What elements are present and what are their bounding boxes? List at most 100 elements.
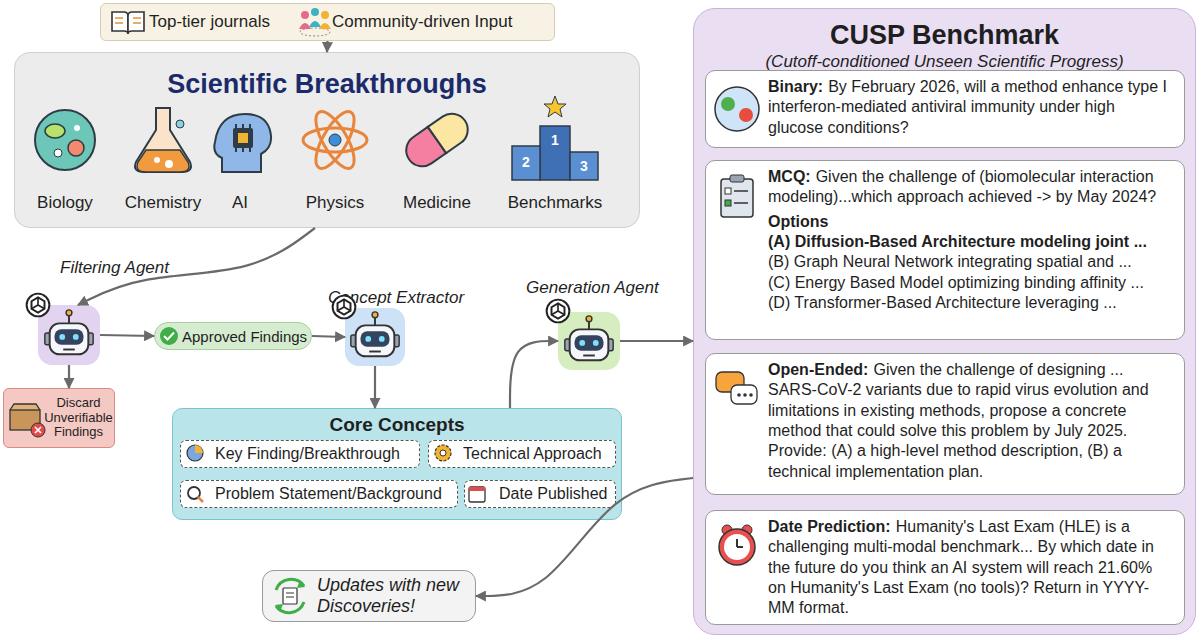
community-icon bbox=[299, 23, 311, 29]
node-label: AI bbox=[232, 193, 248, 213]
node-label: Binary: bbox=[768, 78, 823, 95]
chemistry-icon bbox=[137, 150, 189, 172]
biology-icon bbox=[35, 110, 95, 170]
category-item: Physics bbox=[285, 105, 385, 213]
open-ended-icon bbox=[737, 393, 741, 397]
discard-icon bbox=[10, 410, 40, 430]
discard-icon bbox=[35, 427, 41, 433]
physics-icon bbox=[309, 106, 362, 173]
node-label: Problem Statement/Background bbox=[215, 485, 442, 503]
update-box: Updates with new Discoveries! bbox=[262, 570, 476, 622]
concept-panel: Core ConceptsKey Finding/Breakthrough Tec… bbox=[172, 408, 622, 520]
node-label: Updates with new Discoveries! bbox=[317, 575, 471, 616]
update-icon bbox=[286, 593, 294, 597]
node-text: (C) Energy Based Model optimizing bindin… bbox=[768, 273, 1174, 293]
mcq-icon bbox=[730, 175, 744, 182]
node-label: Discard Unverifiable Findings bbox=[44, 396, 113, 441]
community-icon bbox=[299, 8, 331, 36]
robot-icon bbox=[45, 310, 93, 354]
chemistry-icon bbox=[135, 108, 191, 172]
binary-icon bbox=[739, 108, 753, 122]
question-card: Open-Ended:Given the challenge of design… bbox=[705, 353, 1185, 495]
journal-icon bbox=[112, 12, 128, 34]
robot-icon bbox=[333, 296, 356, 319]
clock-icon bbox=[722, 525, 732, 535]
community-icon bbox=[301, 11, 309, 19]
node-text: Options bbox=[768, 212, 1174, 232]
ai-icon bbox=[236, 124, 250, 152]
clock-icon bbox=[719, 525, 755, 565]
chemistry-icon bbox=[176, 120, 184, 128]
discard-icon bbox=[10, 404, 45, 437]
flow-arrow bbox=[100, 335, 154, 336]
concept-box: Key Finding/Breakthrough bbox=[180, 440, 420, 468]
flow-arrow bbox=[510, 341, 558, 408]
flow-arrow bbox=[68, 365, 70, 388]
category-item: Benchmarks bbox=[505, 105, 605, 213]
flow-arrow bbox=[374, 366, 376, 408]
journal-icon bbox=[115, 18, 141, 23]
mcq-icon bbox=[721, 179, 753, 217]
podium-icon bbox=[512, 96, 598, 180]
discard-icon bbox=[10, 404, 40, 410]
question-card: Date Prediction:Humanity's Last Exam (HL… bbox=[705, 510, 1185, 625]
node-label: Technical Approach bbox=[463, 445, 602, 463]
node-label: Core Concepts bbox=[173, 409, 621, 436]
node-text: (A) Diffusion-Based Architecture modelin… bbox=[768, 232, 1174, 252]
node-label: Open-Ended: bbox=[768, 361, 868, 378]
agent-robot: Concept Extractor bbox=[345, 308, 405, 366]
update-icon bbox=[276, 579, 304, 590]
node-text: Community-driven Input bbox=[332, 12, 512, 32]
agent-robot: Filtering Agent bbox=[38, 305, 100, 365]
node-text: Given the challenge of designing ... SAR… bbox=[768, 361, 1149, 480]
journal-icon bbox=[112, 12, 144, 34]
ai-icon bbox=[214, 114, 271, 172]
biology-icon bbox=[54, 149, 62, 157]
ai-icon bbox=[238, 133, 248, 143]
concept-box: Problem Statement/Background bbox=[180, 480, 458, 508]
flow-arrow bbox=[476, 478, 693, 596]
category-item: Biology bbox=[15, 105, 115, 213]
concept-icon bbox=[195, 445, 203, 453]
podium-icon bbox=[570, 152, 598, 180]
robot-icon bbox=[27, 294, 614, 361]
source-box: Top-tier journals Community-driven Input bbox=[100, 3, 555, 41]
agent-robot: Generation Agent bbox=[558, 312, 620, 370]
clock-icon bbox=[742, 525, 752, 535]
concept-box: Date Published bbox=[464, 480, 616, 508]
open-ended-icon bbox=[731, 385, 757, 404]
physics-icon bbox=[303, 128, 367, 152]
node-label: CUSP Benchmark bbox=[694, 19, 1195, 51]
biology-icon bbox=[74, 125, 80, 131]
question-card: MCQ:Given the challenge of (biomolecular… bbox=[705, 160, 1185, 340]
discard-box: Discard Unverifiable Findings bbox=[3, 388, 115, 448]
node-label: MCQ: bbox=[768, 168, 811, 185]
concept-icon bbox=[469, 487, 485, 502]
node-label: Key Finding/Breakthrough bbox=[215, 445, 400, 463]
robot-icon bbox=[547, 300, 570, 323]
community-icon bbox=[309, 21, 321, 27]
community-icon bbox=[319, 23, 331, 29]
node-label: Date Published bbox=[499, 485, 608, 503]
benchmark-panel: CUSP Benchmark(Cutoff-conditioned Unseen… bbox=[693, 8, 1196, 635]
category-item: Chemistry bbox=[113, 105, 213, 213]
check-icon bbox=[164, 333, 174, 340]
mcq-icon bbox=[725, 188, 731, 194]
mcq-icon bbox=[734, 191, 748, 203]
chemistry-icon bbox=[154, 157, 160, 163]
update-icon bbox=[275, 579, 305, 612]
physics-icon bbox=[303, 106, 367, 173]
biology-icon bbox=[68, 140, 84, 156]
node-label: Generation Agent bbox=[526, 278, 659, 298]
robot-icon bbox=[27, 294, 50, 317]
open-ended-icon bbox=[749, 393, 753, 397]
medicine-icon bbox=[400, 127, 446, 173]
concept-box: Technical Approach bbox=[428, 440, 616, 468]
flow-arrow bbox=[326, 41, 329, 52]
node-text: By February 2026, will a method enhance … bbox=[768, 78, 1167, 136]
open-ended-icon bbox=[716, 372, 744, 392]
question-card: Binary:By February 2026, will a method e… bbox=[705, 70, 1185, 148]
node-label: Top-tier journals bbox=[149, 12, 270, 32]
chemistry-icon bbox=[135, 108, 191, 172]
